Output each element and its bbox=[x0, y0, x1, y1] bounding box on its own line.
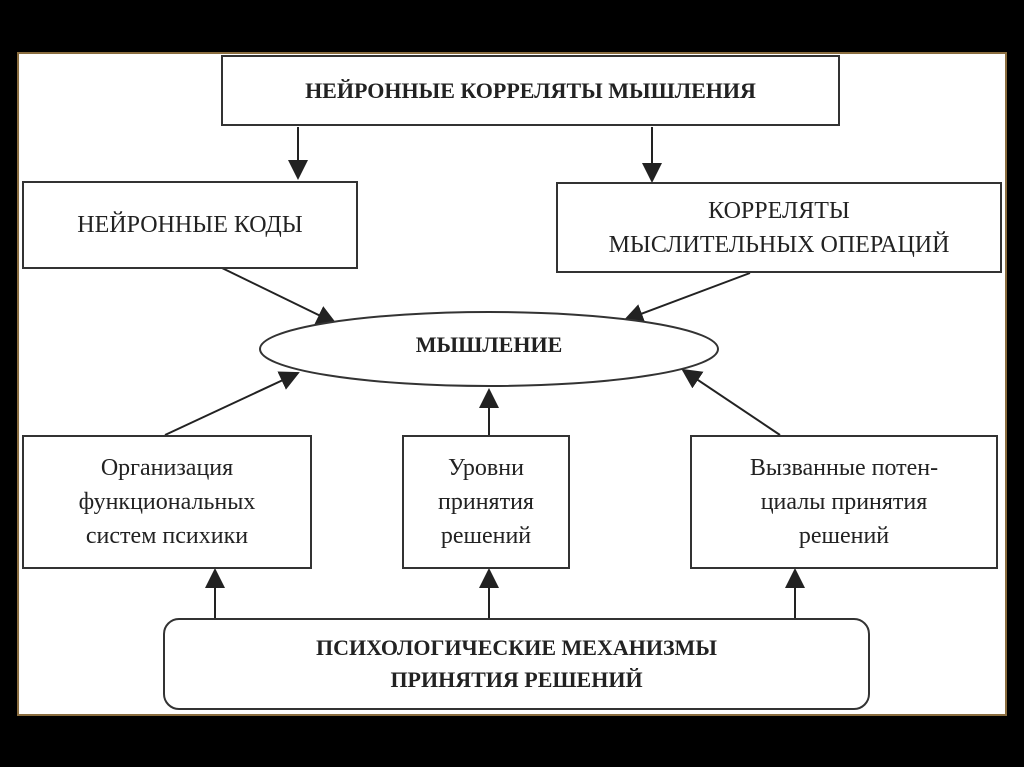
label-line: КОРРЕЛЯТЫ bbox=[708, 197, 850, 224]
functional-systems-box: Организация функциональных систем психики bbox=[22, 435, 312, 569]
label-line: решений bbox=[440, 523, 532, 549]
evoked-potentials-box: Вызванные потен-циалы принятия решений bbox=[690, 435, 998, 569]
neural-correlates-label: НЕЙРОННЫЕ КОРРЕЛЯТЫ МЫШЛЕНИЯ bbox=[305, 77, 756, 103]
neural-correlates-box: НЕЙРОННЫЕ КОРРЕЛЯТЫ МЫШЛЕНИЯ bbox=[221, 55, 840, 126]
operation-correlates-box: КОРРЕЛЯТЫ МЫСЛИТЕЛЬНЫХ ОПЕРАЦИЙ bbox=[556, 182, 1002, 273]
label-line: Организация bbox=[100, 455, 234, 481]
label-line: Вызванные потен- bbox=[749, 455, 939, 481]
thinking-ellipse bbox=[259, 311, 719, 387]
label-line: ПРИНЯТИЯ РЕШЕНИЙ bbox=[390, 667, 643, 692]
label-line: систем психики bbox=[85, 523, 249, 549]
label-line: принятия bbox=[438, 489, 534, 515]
decision-levels-box: Уровни принятия решений bbox=[402, 435, 570, 569]
label-line: ПСИХОЛОГИЧЕСКИЕ МЕХАНИЗМЫ bbox=[316, 635, 717, 660]
label-line: МЫСЛИТЕЛЬНЫХ ОПЕРАЦИЙ bbox=[608, 231, 950, 258]
thinking-label: МЫШЛЕНИЕ bbox=[415, 332, 563, 357]
label-line: Уровни bbox=[448, 455, 524, 481]
label-line: функциональных bbox=[78, 489, 256, 515]
label-line: циалы принятия bbox=[760, 489, 928, 515]
psych-mechanisms-box: ПСИХОЛОГИЧЕСКИЕ МЕХАНИЗМЫ ПРИНЯТИЯ РЕШЕНИ… bbox=[163, 618, 870, 710]
label-line: решений bbox=[798, 523, 890, 549]
neural-codes-box: НЕЙРОННЫЕ КОДЫ bbox=[22, 181, 358, 269]
neural-codes-label: НЕЙРОННЫЕ КОДЫ bbox=[77, 212, 303, 238]
